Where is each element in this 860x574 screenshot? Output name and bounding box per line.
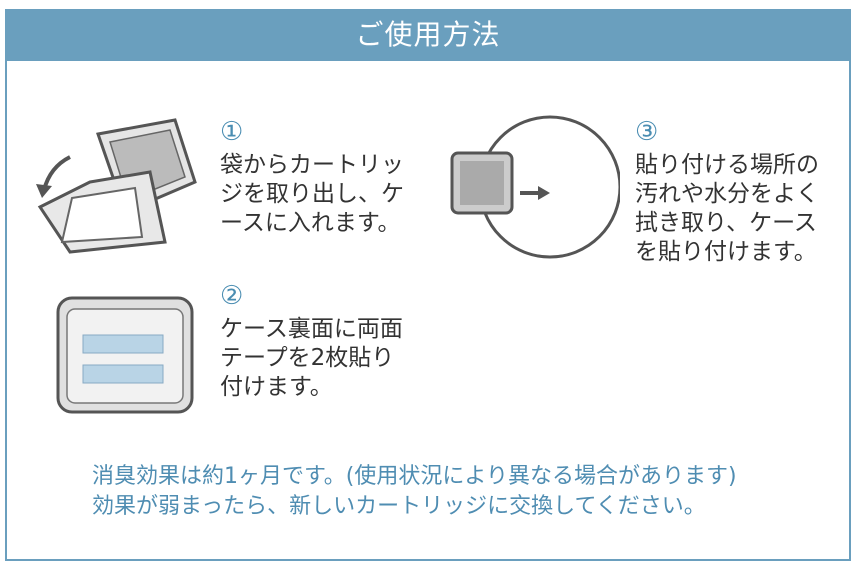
page-title: ご使用方法 — [5, 9, 851, 61]
step-text: を貼り付けます。 — [635, 239, 817, 265]
tape-strip-top — [82, 334, 164, 354]
step-text: 汚れや水分をよく — [635, 181, 819, 207]
effect-note: 消臭効果は約1ヶ月です。(使用状況により異なる場合があります) 効果が弱まったら… — [92, 462, 737, 522]
step-number: ② — [220, 281, 244, 311]
step-text: ースに入れます。 — [220, 210, 401, 236]
note-line: 効果が弱まったら、新しいカートリッジに交換してください。 — [92, 494, 706, 519]
step-number: ① — [220, 117, 244, 147]
case-back-illustration — [56, 296, 194, 414]
step-text: 付けます。 — [220, 374, 333, 400]
tape-strip-bottom — [82, 364, 164, 384]
note-line: 消臭効果は約1ヶ月です。(使用状況により異なる場合があります) — [92, 464, 737, 489]
case-attach-illustration — [450, 115, 620, 259]
step-number: ③ — [635, 117, 659, 147]
step-text: ジを取り出し、ケ — [220, 181, 404, 207]
step-text: 袋からカートリッ — [220, 152, 404, 178]
step-text: 拭き取り、ケース — [635, 210, 817, 236]
step-2: ② ケース裏面に両面 テープを2枚貼り 付けます。 — [220, 282, 403, 402]
step-text: ケース裏面に両面 — [220, 316, 403, 342]
step-text: 貼り付ける場所の — [635, 152, 819, 178]
step-1: ① 袋からカートリッ ジを取り出し、ケ ースに入れます。 — [220, 118, 404, 238]
step-text: テープを2枚貼り — [220, 345, 395, 371]
step-3: ③ 貼り付ける場所の 汚れや水分をよく 拭き取り、ケース を貼り付けます。 — [635, 118, 819, 267]
case-open-illustration — [36, 118, 197, 254]
